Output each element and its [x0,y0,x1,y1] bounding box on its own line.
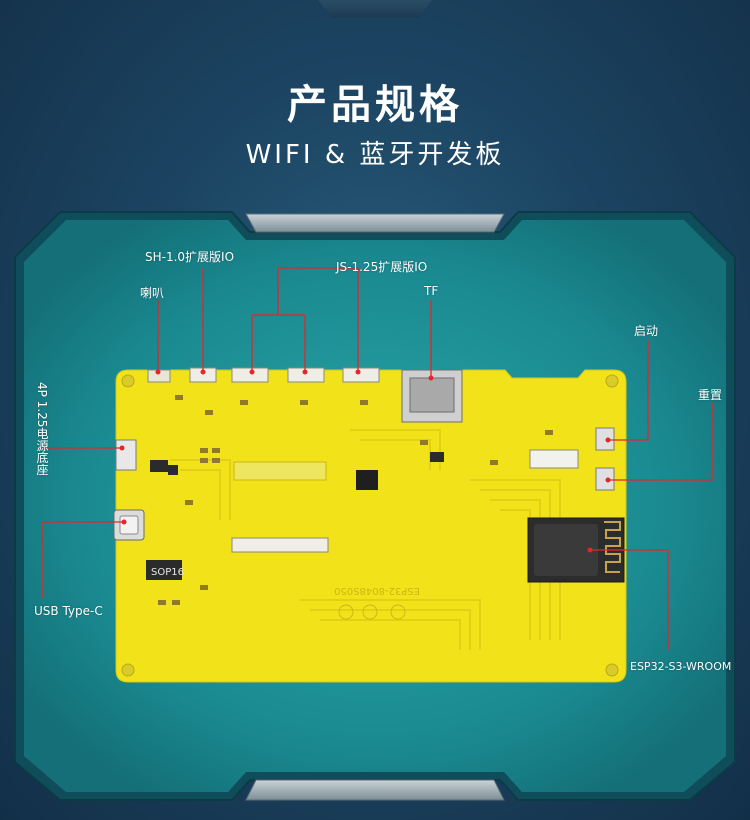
leader-lines [41,267,713,650]
label-esp32-module: ESP32-S3-WROOM [630,660,732,673]
board-model-text: ESP32-8048S050 [334,585,420,596]
label-usb-typec: USB Type-C [34,604,103,618]
page-title: 产品规格 [287,82,463,128]
page-subtitle: WIFI & 蓝牙开发板 [245,140,505,170]
label-4p-power: 4P 1.25电源底座 [35,382,49,476]
label-start: 启动 [634,324,659,338]
top-tab-decoration [318,0,432,18]
label-js-io: JS-1.25扩展版IO [336,260,428,274]
label-tf: TF [424,284,439,298]
sop16-chip-label: SOP16 [151,567,184,578]
label-speaker: 喇叭 [140,286,165,300]
label-reset: 重置 [698,388,723,402]
label-sh-io: SH-1.0扩展版IO [145,250,235,264]
